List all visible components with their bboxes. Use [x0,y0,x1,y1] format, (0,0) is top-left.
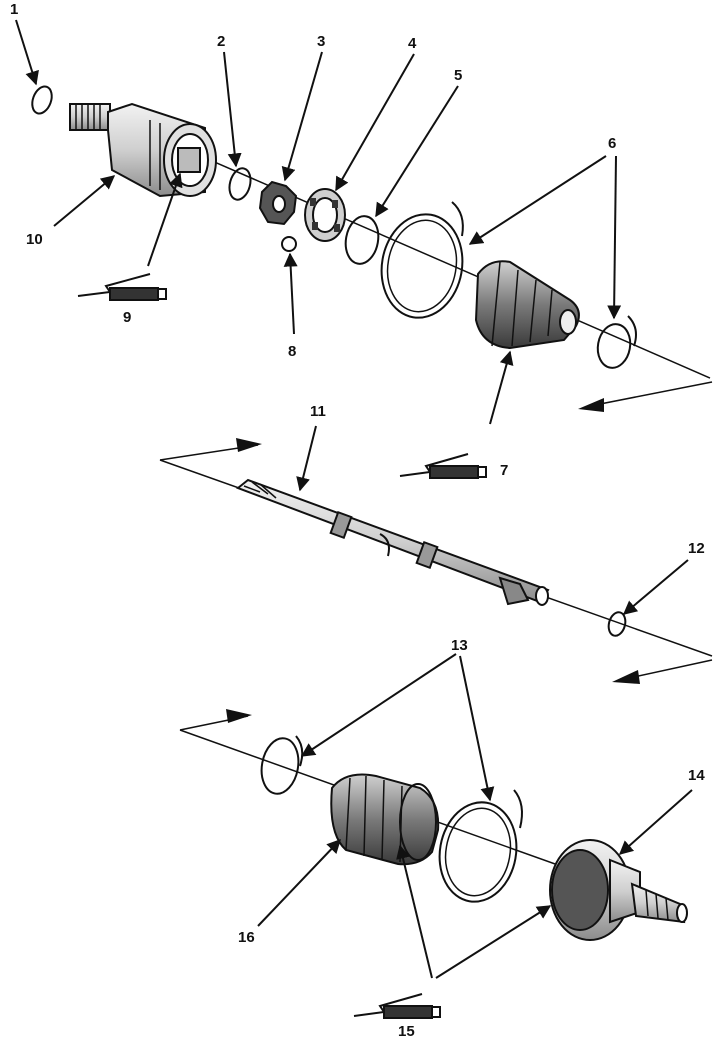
inner-race [258,180,298,226]
axle-shaft [236,478,550,606]
callout-15: 15 [398,1023,415,1040]
outer-boot [330,773,440,866]
callout-13: 13 [451,637,468,654]
axis-lines [159,159,713,881]
callout-1: 1 [10,1,18,18]
boot-clamp-large-upper [380,201,464,319]
callout-6: 6 [608,135,616,152]
callout-5: 5 [454,67,462,84]
callout-16: 16 [238,929,255,946]
callout-2: 2 [217,33,225,50]
boot-clamp-small-upper [596,315,637,369]
snap-ring-12 [607,611,627,637]
callout-4: 4 [408,35,417,52]
ball-cage [304,188,346,242]
grease-tube-9 [77,273,167,301]
callout-11: 11 [310,403,326,420]
inner-joint-housing [69,102,217,198]
callout-8: 8 [288,343,296,360]
snap-ring-1 [31,85,53,115]
callout-12: 12 [688,540,705,557]
inner-boot [474,260,580,350]
leader-lines [15,19,693,979]
grease-tube-15 [353,993,441,1019]
circlip-2 [228,167,252,201]
callout-7: 7 [500,462,508,479]
grease-tube-7 [399,453,487,479]
outer-cv-joint [549,839,688,941]
boot-clamp-large-lower [438,789,523,903]
callout-10: 10 [26,231,43,248]
callout-14: 14 [688,767,705,784]
retaining-ring-5 [344,215,380,265]
callout-3: 3 [317,33,325,50]
callout-labels: 1 2 3 4 5 6 7 8 9 10 11 12 13 14 15 16 [10,1,705,1040]
ball-bearing [281,236,297,252]
callout-9: 9 [123,309,131,326]
